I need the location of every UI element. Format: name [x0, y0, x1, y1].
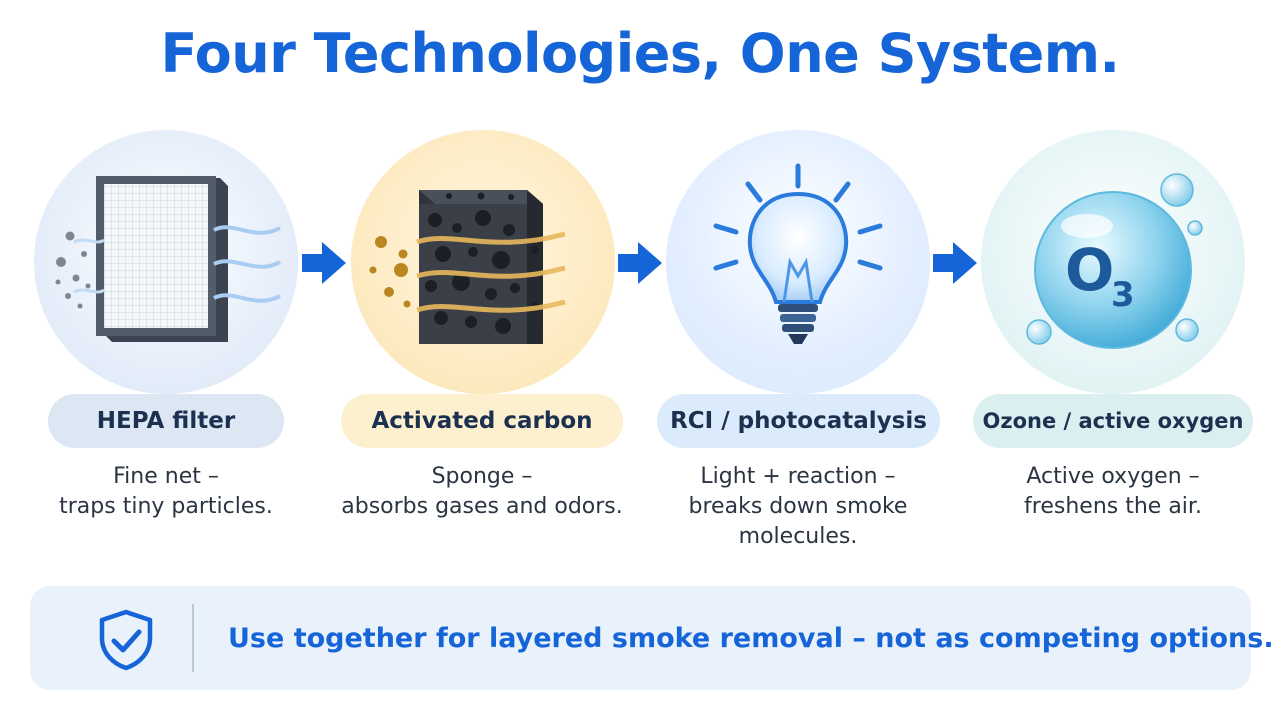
arrow-right-icon [933, 242, 977, 284]
ozone-formula: O [1065, 236, 1114, 304]
hepa-label: HEPA filter [48, 394, 284, 448]
ozone-formula-subscript: 3 [1111, 275, 1135, 315]
description-line: breaks down smoke [688, 494, 908, 519]
ozone-description: Active oxygen – freshens the air. [981, 462, 1245, 522]
ozone-bubble-icon: O 3 [1026, 173, 1203, 349]
hepa-filter-icon [55, 176, 282, 342]
description-line: Light + reaction – [700, 464, 896, 489]
arrow-right-icon [618, 242, 662, 284]
carbon-label: Activated carbon [341, 394, 623, 448]
carbon-description: Sponge – absorbs gases and odors. [322, 462, 642, 522]
rci-label: RCI / photocatalysis [657, 394, 940, 448]
description-line: Fine net – [113, 464, 219, 489]
carbon-illustration [351, 130, 615, 394]
hepa-description: Fine net – traps tiny particles. [34, 462, 298, 522]
carbon-sponge-icon [369, 190, 566, 344]
description-line: Active oxygen – [1026, 464, 1200, 489]
shield-check-icon [99, 609, 153, 671]
summary-banner: Use together for layered smoke removal –… [30, 586, 1274, 690]
ozone-illustration: O 3 [981, 130, 1245, 394]
light-bulb-icon [713, 163, 883, 344]
description-line: molecules. [738, 524, 858, 549]
rci-description: Light + reaction – breaks down smoke mol… [650, 462, 946, 552]
banner-text: Use together for layered smoke removal –… [228, 622, 1274, 654]
hepa-illustration [34, 130, 298, 394]
description-line: traps tiny particles. [59, 494, 273, 519]
description-line: Sponge – [431, 464, 533, 489]
banner-divider [192, 604, 194, 672]
rci-illustration [666, 130, 930, 394]
ozone-label: Ozone / active oxygen [973, 394, 1253, 448]
description-line: freshens the air. [1024, 494, 1202, 519]
arrow-right-icon [302, 242, 346, 284]
page-title: Four Technologies, One System. [160, 22, 1120, 85]
description-line: absorbs gases and odors. [341, 494, 623, 519]
